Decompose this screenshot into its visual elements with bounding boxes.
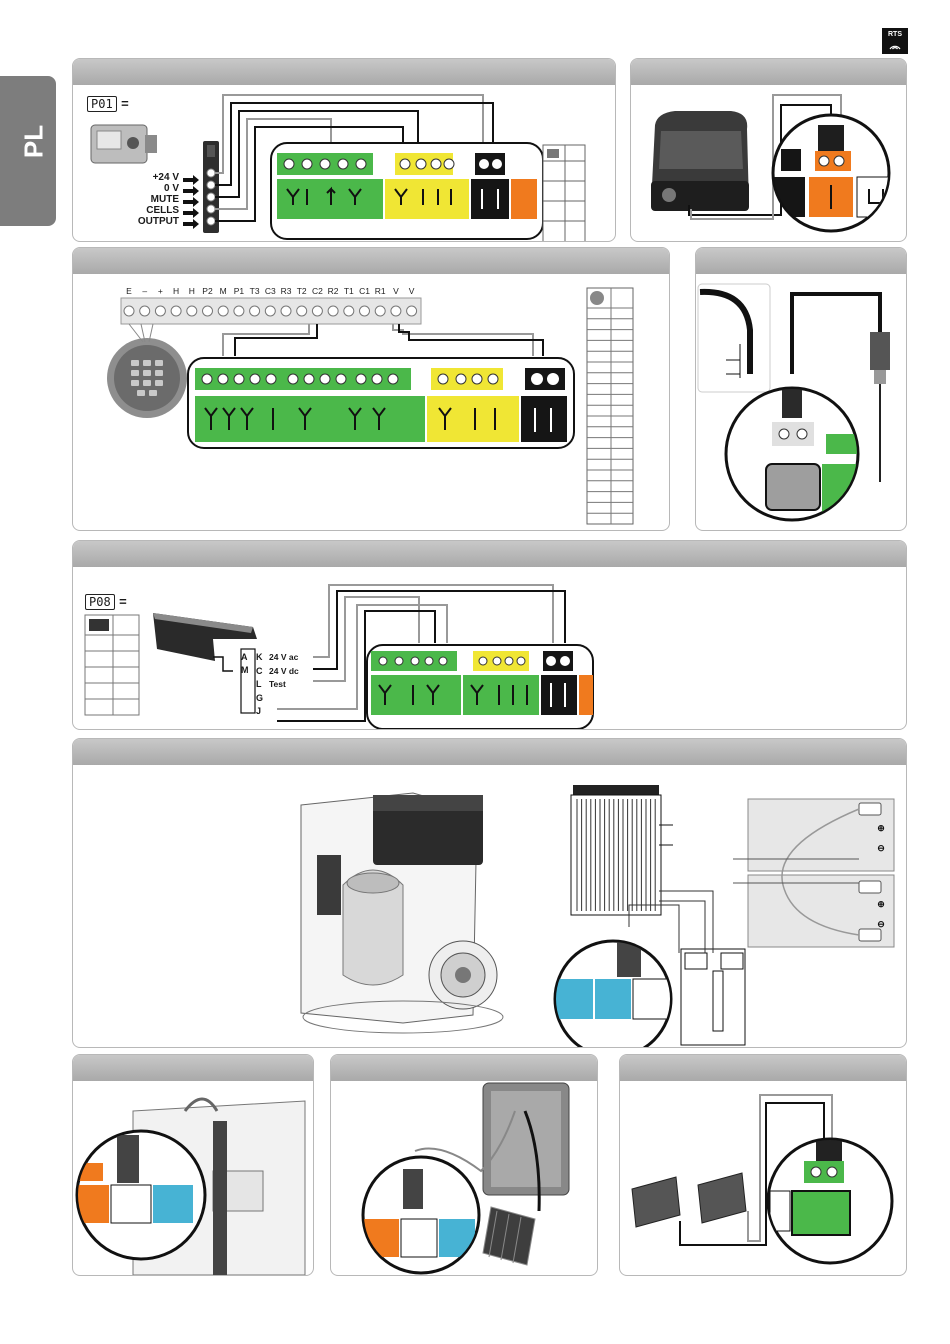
keypad-terminal-label: T1: [344, 286, 354, 296]
keypad-terminal-screw: [407, 306, 417, 316]
keypad-terminal-screw: [234, 306, 244, 316]
board-terminal-screw: [320, 374, 330, 384]
language-tab: PL: [0, 76, 56, 226]
rts-logo: RTS: [882, 28, 908, 54]
panel-flashing-light: [630, 58, 907, 242]
keypad-terminal-screw: [312, 306, 322, 316]
keypad-terminal-screw: [375, 306, 385, 316]
lamp-wiring: [620, 1081, 906, 1275]
keypad-terminal-screw: [140, 306, 150, 316]
flashing-light-wiring: [631, 85, 906, 241]
board-terminal-screw: [304, 374, 314, 384]
battery2-plus: ⊕: [877, 899, 885, 909]
solar-board-wiring: [73, 1081, 313, 1275]
keypad-terminal-screw: [171, 306, 181, 316]
battery2-minus: ⊖: [877, 919, 885, 929]
antenna-wiring: [696, 274, 906, 530]
board-terminal-screw: [356, 374, 366, 384]
keypad-terminal-label: V: [393, 286, 399, 296]
keypad-terminal-screw: [265, 306, 275, 316]
panel-header: [73, 59, 615, 85]
panel-header: [696, 248, 906, 274]
keypad-terminal-screw: [391, 306, 401, 316]
keypad-terminal-label: P1: [234, 286, 245, 296]
panel-header: [620, 1055, 906, 1081]
safety-edge-wiring: [73, 567, 906, 729]
panel-battery: ⊕ ⊖ ⊕ ⊖: [72, 738, 907, 1048]
photocell-wiring: [73, 85, 615, 241]
keypad-terminal-label: R1: [375, 286, 386, 296]
panel-header: [73, 541, 906, 567]
panel-header: [73, 1055, 313, 1081]
panel-lamp: [619, 1054, 907, 1276]
keypad-terminal-screw: [187, 306, 197, 316]
panel-header: [331, 1055, 597, 1081]
keypad-terminal-screw: [124, 306, 134, 316]
language-tab-label: PL: [19, 122, 50, 162]
keypad-terminal-label: T2: [297, 286, 307, 296]
keypad-terminal-label: T3: [250, 286, 260, 296]
keypad-terminal-label: C1: [359, 286, 370, 296]
keypad-terminal-label: +: [158, 286, 163, 296]
board-terminal-screw: [336, 374, 346, 384]
keypad-terminal-label: R2: [328, 286, 339, 296]
keypad-terminal-label: –: [142, 286, 147, 296]
radio-waves-icon: [887, 40, 903, 50]
keypad-terminal-label: P2: [202, 286, 213, 296]
keypad-terminal-screw: [360, 306, 370, 316]
board-terminal-screw: [388, 374, 398, 384]
keypad-terminal-screw: [328, 306, 338, 316]
keypad-terminal-label: E: [126, 286, 132, 296]
solar-panel-wiring: [331, 1081, 597, 1275]
board-terminal-screw: [288, 374, 298, 384]
panel-safety-edge: P08 = A M K C L G J 24 V ac 24 V dc Test: [72, 540, 907, 730]
panel-solar-panel: [330, 1054, 598, 1276]
board-terminal-screw: [234, 374, 244, 384]
battery1-plus: ⊕: [877, 823, 885, 833]
panel-header: [631, 59, 906, 85]
panel-solar-board: [72, 1054, 314, 1276]
keypad-terminal-label: H: [173, 286, 179, 296]
keypad-terminal-label: C3: [265, 286, 276, 296]
board-terminal-screw: [218, 374, 228, 384]
board-terminal-screw: [202, 374, 212, 384]
board-terminal-screw: [266, 374, 276, 384]
keypad-terminal-screw: [155, 306, 165, 316]
panel-photocells: P01 = +24 V 0 V MUTE CELLS OUTPUT: [72, 58, 616, 242]
keypad-terminal-label: R3: [281, 286, 292, 296]
board-terminal-screw: [250, 374, 260, 384]
keypad-terminal-screw: [344, 306, 354, 316]
keypad-terminal-screw: [203, 306, 213, 316]
keypad-terminal-label: V: [409, 286, 415, 296]
keypad-terminal-label: C2: [312, 286, 323, 296]
panel-header: [73, 739, 906, 765]
battery-wiring: ⊕ ⊖ ⊕ ⊖: [73, 765, 906, 1047]
keypad-terminal-screw: [297, 306, 307, 316]
rts-logo-text: RTS: [882, 30, 908, 40]
keypad-terminal-label: H: [189, 286, 195, 296]
keypad-terminal-screw: [281, 306, 291, 316]
battery1-minus: ⊖: [877, 843, 885, 853]
keypad-terminal-label: M: [220, 286, 227, 296]
board-terminal-screw: [372, 374, 382, 384]
panel-antenna: [695, 247, 907, 531]
keypad-terminal-screw: [218, 306, 228, 316]
keypad-terminal-screw: [250, 306, 260, 316]
panel-header: [73, 248, 669, 274]
